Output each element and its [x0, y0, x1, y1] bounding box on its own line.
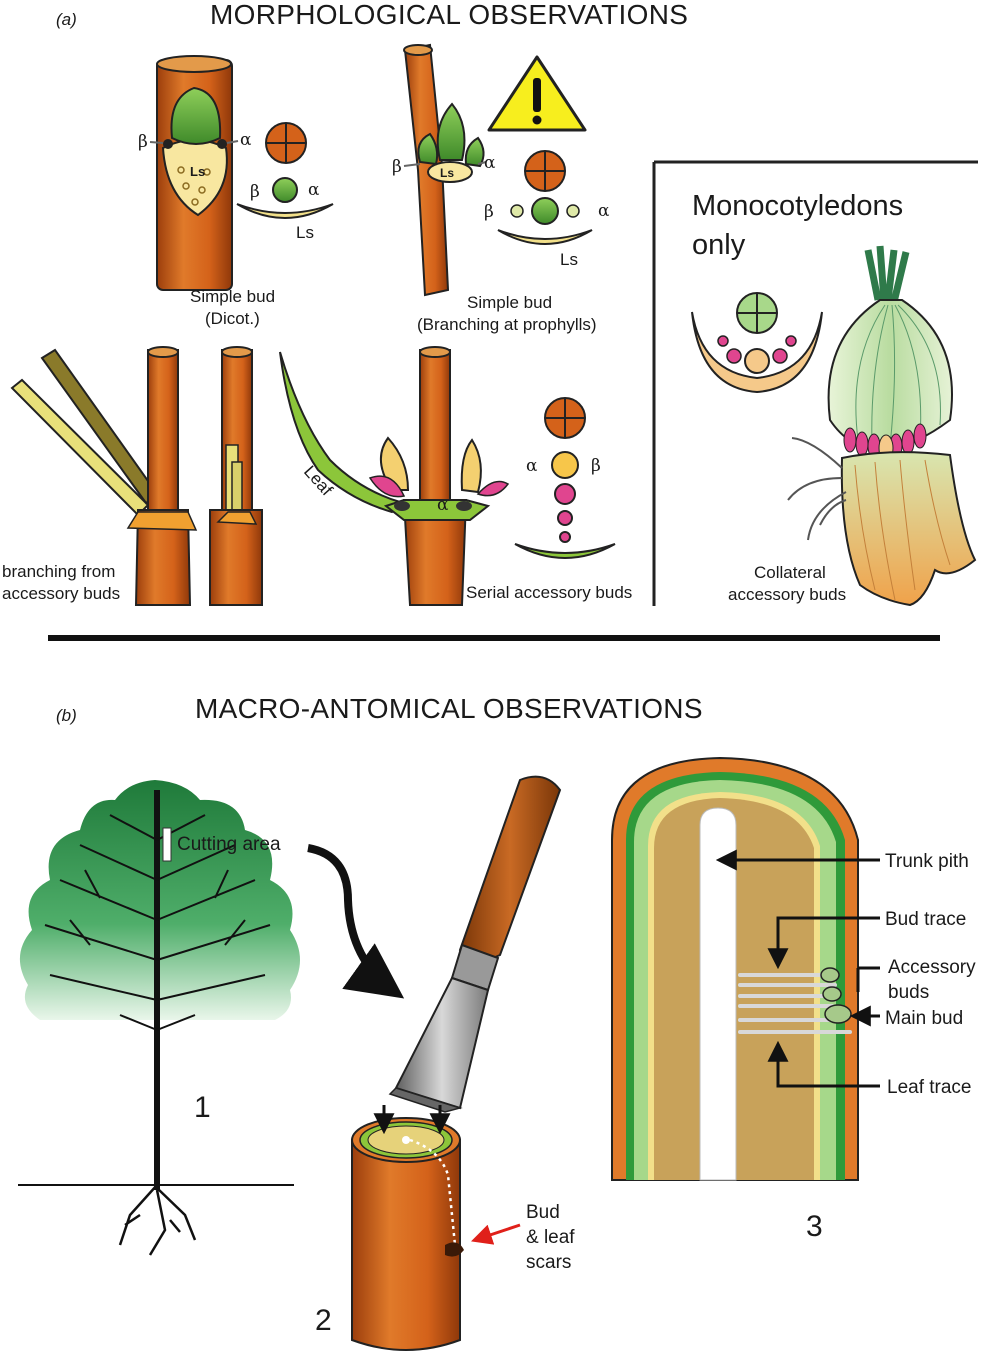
- simple-bud-dicot-line1: Simple bud: [190, 287, 275, 306]
- floral-diagram-serial: α β: [514, 397, 616, 559]
- cutting-area-marker: [162, 827, 172, 862]
- floral-diagram-dicot: β α Ls: [236, 122, 334, 242]
- bulb-icon: [787, 245, 977, 607]
- collateral-line1: Collateral: [754, 563, 826, 582]
- longitudinal-section-illustration: [611, 756, 859, 1181]
- main-bud-label: Main bud: [885, 1008, 963, 1029]
- alpha-diagram-prophylls: α: [598, 201, 610, 221]
- cross-circle-icon: [524, 150, 566, 192]
- simple-bud-dicot-illustration: Ls β α: [138, 55, 252, 291]
- beta-diagram-prophylls: β: [484, 202, 494, 222]
- beta-diagram-serial: β: [591, 456, 601, 476]
- ls-label-dicot: Ls: [190, 164, 205, 179]
- accessory-line2: buds: [888, 982, 929, 1003]
- log-illustration: [351, 1105, 464, 1351]
- serial-label: Serial accessory buds: [466, 583, 632, 602]
- scars-line2: & leaf: [526, 1227, 575, 1248]
- cutting-arrow: [307, 844, 405, 999]
- beta-label-prophylls: β: [392, 157, 402, 177]
- step-2-label: 2: [315, 1304, 332, 1337]
- warning-icon: [487, 55, 587, 132]
- accessory-line1: Accessory: [888, 957, 976, 978]
- serial-buds-illustration: [279, 346, 510, 606]
- ls-label-prophylls: Ls: [440, 166, 454, 180]
- chisel-icon: [388, 775, 562, 1113]
- branching-line1: branching from: [2, 562, 115, 581]
- panel-a-title: MORPHOLOGICAL OBSERVATIONS: [210, 0, 688, 30]
- beta-label-dicot: β: [138, 132, 148, 152]
- step-3-label: 3: [806, 1210, 823, 1243]
- cutting-area-label: Cutting area: [177, 834, 281, 855]
- floral-diagram-monocot: [691, 292, 823, 394]
- simple-bud-dicot-line2: (Dicot.): [205, 309, 260, 328]
- branching-illustration: [10, 346, 263, 606]
- trunk-pith-label: Trunk pith: [885, 851, 969, 872]
- beta-diagram-dicot: β: [250, 182, 260, 202]
- step-1-label: 1: [194, 1091, 211, 1124]
- branching-line2: accessory buds: [2, 584, 120, 603]
- tree-icon: [19, 780, 301, 1256]
- alpha-label-dicot: α: [240, 130, 252, 150]
- monocot-box: [652, 160, 978, 606]
- alpha-diagram-dicot: α: [308, 180, 320, 200]
- monocot-line1: Monocotyledons: [692, 190, 903, 222]
- cross-circle-icon: [544, 397, 586, 439]
- scars-line3: scars: [526, 1252, 571, 1273]
- simple-bud-prophylls-illustration: Ls β α: [392, 43, 496, 297]
- alpha-diagram-serial: α: [526, 456, 538, 476]
- panel-b-letter: (b): [56, 706, 77, 725]
- floral-diagram-prophylls: β α Ls: [484, 150, 610, 269]
- scar-arrow: [471, 1223, 521, 1245]
- ls-diagram-prophylls: Ls: [560, 250, 578, 269]
- alpha-label-prophylls: α: [484, 153, 496, 173]
- cross-circle-icon: [265, 122, 307, 164]
- monocot-line2: only: [692, 229, 746, 261]
- panel-a-letter: (a): [56, 10, 77, 29]
- simple-bud-prophylls-line2: (Branching at prophylls): [417, 315, 597, 334]
- alpha-label-serial: α: [437, 495, 449, 515]
- collateral-line2: accessory buds: [728, 585, 846, 604]
- bud-trace-label: Bud trace: [885, 909, 966, 930]
- leaf-trace-label: Leaf trace: [887, 1077, 972, 1098]
- scars-line1: Bud: [526, 1202, 560, 1223]
- section-callouts: [715, 849, 880, 1088]
- ls-diagram-dicot: Ls: [296, 223, 314, 242]
- panel-b-title: MACRO-ANTOMICAL OBSERVATIONS: [195, 693, 703, 724]
- simple-bud-prophylls-line1: Simple bud: [467, 293, 552, 312]
